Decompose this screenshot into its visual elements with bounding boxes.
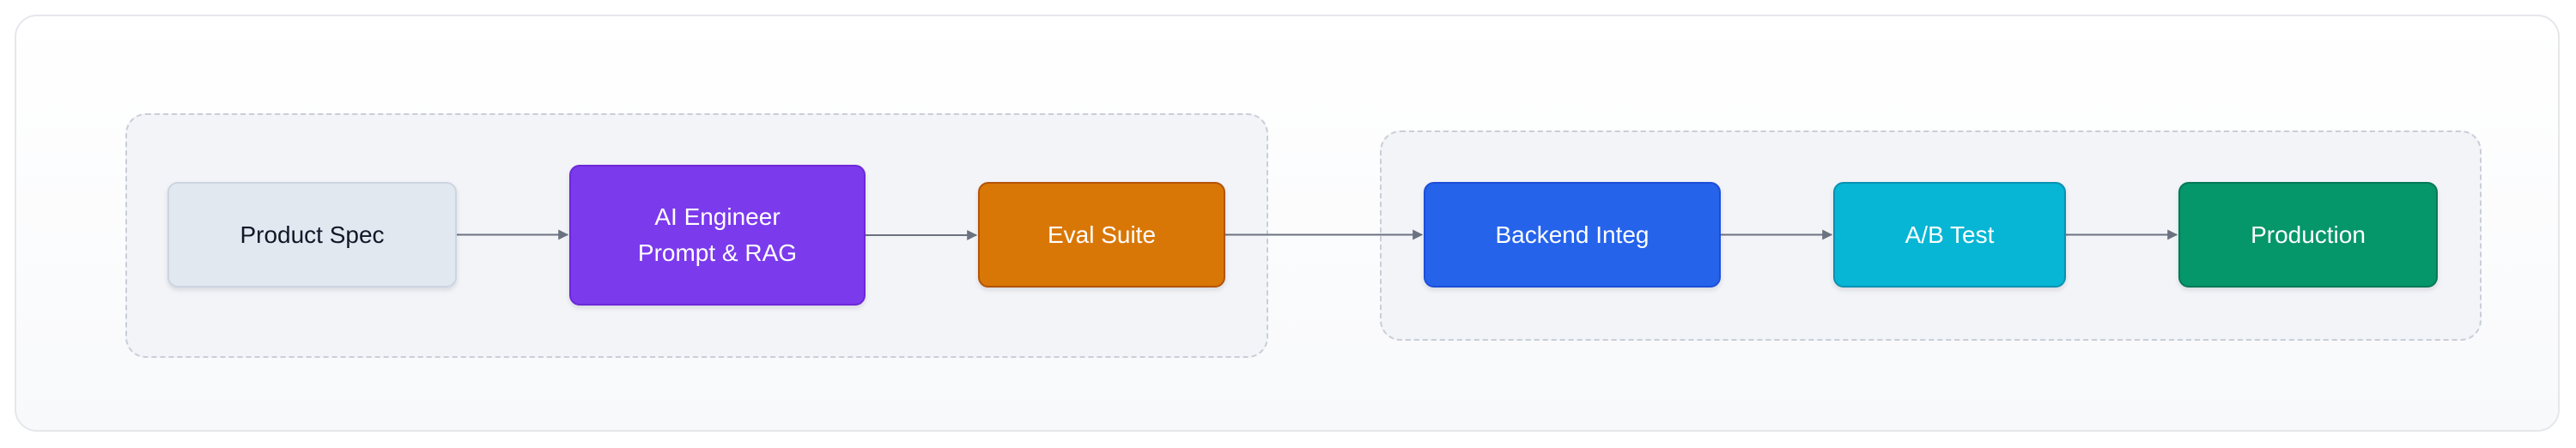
node-ab-test-label: A/B Test: [1905, 221, 1995, 248]
node-product-spec[interactable]: Product Spec: [167, 182, 457, 288]
node-backend-integ-label: Backend Integ: [1495, 221, 1649, 248]
node-ai-engineer[interactable]: AI Engineer Prompt & RAG: [569, 165, 866, 306]
node-product-spec-label: Product Spec: [240, 221, 385, 248]
node-production-label: Production: [2251, 221, 2366, 248]
node-ai-engineer-label-line-2: Prompt & RAG: [637, 239, 798, 266]
node-production[interactable]: Production: [2178, 182, 2438, 288]
node-eval-suite-label: Eval Suite: [1047, 221, 1157, 248]
node-backend-integ[interactable]: Backend Integ: [1424, 182, 1721, 288]
node-ab-test[interactable]: A/B Test: [1833, 182, 2066, 288]
node-ai-engineer-label-line-1: AI Engineer: [654, 203, 781, 230]
node-eval-suite[interactable]: Eval Suite: [978, 182, 1225, 288]
